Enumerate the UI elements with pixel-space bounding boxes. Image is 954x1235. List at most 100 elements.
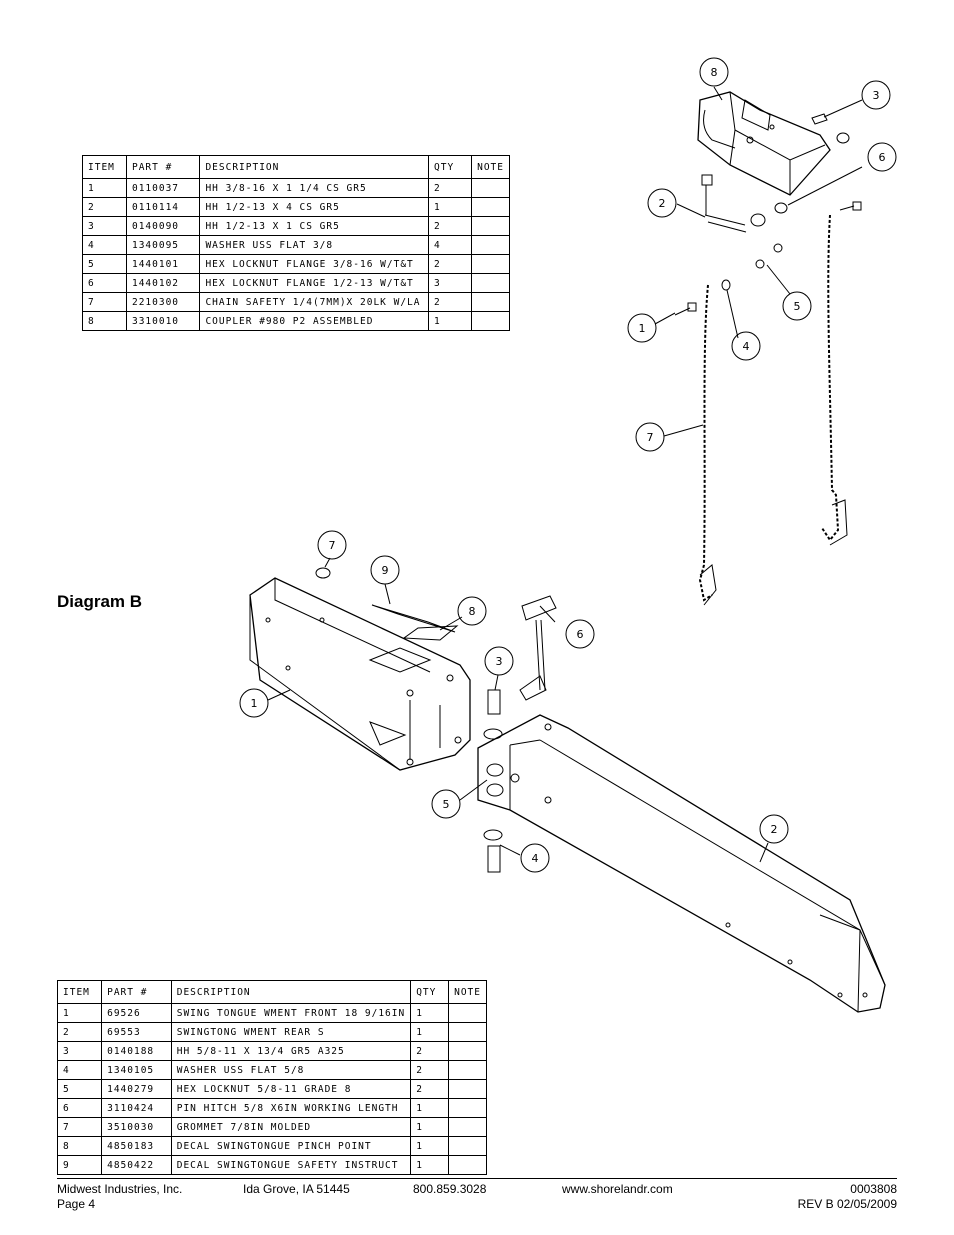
callout-label: 5 xyxy=(443,798,450,811)
table-cell: SWINGTONG WMENT REAR S xyxy=(170,1022,412,1042)
callout-label: 4 xyxy=(532,852,539,865)
table-cell: 8 xyxy=(82,311,127,331)
table-cell xyxy=(448,1136,487,1156)
column-header: NOTE xyxy=(448,980,487,1004)
table-cell: GROMMET 7/8IN MOLDED xyxy=(170,1117,412,1137)
table-cell: 0140188 xyxy=(101,1041,172,1061)
table-cell: 2 xyxy=(428,292,473,312)
column-header: QTY xyxy=(410,980,450,1004)
table-cell: 3110424 xyxy=(101,1098,172,1118)
table-cell: 3 xyxy=(56,1041,103,1061)
table-cell: 4 xyxy=(56,1060,103,1080)
table-cell: 69526 xyxy=(101,1003,172,1023)
footer-page-number: Page 4 xyxy=(57,1197,96,1211)
table-cell: 2 xyxy=(410,1079,450,1099)
table-cell: 6 xyxy=(56,1098,103,1118)
callout-label: 8 xyxy=(711,66,718,79)
callout-label: 7 xyxy=(647,431,654,444)
table-cell: SWING TONGUE WMENT FRONT 18 9/16IN xyxy=(170,1003,412,1023)
table-cell: 3510030 xyxy=(101,1117,172,1137)
column-header: DESCRIPTION xyxy=(170,980,412,1004)
callout-label: 3 xyxy=(496,655,503,668)
table-cell xyxy=(448,1117,487,1137)
table-cell: 4850183 xyxy=(101,1136,172,1156)
table-cell: 2 xyxy=(56,1022,103,1042)
callout-label: 8 xyxy=(469,605,476,618)
callout-label: 4 xyxy=(743,340,750,353)
column-header: NOTE xyxy=(471,155,510,179)
callout-label: 6 xyxy=(577,628,584,641)
table-cell: WASHER USS FLAT 5/8 xyxy=(170,1060,412,1080)
footer-company: Midwest Industries, Inc. xyxy=(57,1182,183,1196)
footer-doc-number: 0003808 xyxy=(850,1182,897,1196)
table-cell xyxy=(448,1003,487,1023)
callout-label: 7 xyxy=(329,539,336,552)
table-header-row: ITEM PART # DESCRIPTION QTY NOTE xyxy=(56,980,487,1004)
table-cell xyxy=(448,1041,487,1061)
column-header: ITEM xyxy=(56,980,103,1004)
table-cell: 1 xyxy=(410,1022,450,1042)
table-cell: 2 xyxy=(410,1060,450,1080)
callout-label: 5 xyxy=(794,300,801,313)
table-cell: 2 xyxy=(410,1041,450,1061)
diagram-title: Diagram B xyxy=(57,592,143,611)
column-header: PART # xyxy=(101,980,172,1004)
table-cell: HH 5/8-11 X 13/4 GR5 A325 xyxy=(170,1041,412,1061)
table-cell: DECAL SWINGTONGUE SAFETY INSTRUCT xyxy=(170,1155,412,1175)
table-cell: 1 xyxy=(410,1098,450,1118)
table-cell: 2 xyxy=(428,178,473,198)
table-cell: 1 xyxy=(410,1003,450,1023)
callout-label: 1 xyxy=(251,697,258,710)
callout-label: 2 xyxy=(771,823,778,836)
footer-revision: REV B 02/05/2009 xyxy=(797,1197,897,1211)
callout-label: 6 xyxy=(879,151,886,164)
table-cell: 7 xyxy=(56,1117,103,1137)
table-cell xyxy=(471,311,510,331)
column-header: ITEM xyxy=(82,155,127,179)
table-cell: 3310010 xyxy=(125,311,201,331)
callout-label: 1 xyxy=(639,322,646,335)
footer-city: Ida Grove, IA 51445 xyxy=(243,1182,350,1196)
callout-label: 2 xyxy=(659,197,666,210)
table-cell: PIN HITCH 5/8 X6IN WORKING LENGTH xyxy=(170,1098,412,1118)
table-cell: 1 xyxy=(410,1155,450,1175)
table-cell: 5 xyxy=(56,1079,103,1099)
table-cell xyxy=(448,1079,487,1099)
table-cell: 1 xyxy=(410,1117,450,1137)
table-cell xyxy=(448,1098,487,1118)
table-cell: DECAL SWINGTONGUE PINCH POINT xyxy=(170,1136,412,1156)
table-cell xyxy=(448,1060,487,1080)
table-cell: 1440279 xyxy=(101,1079,172,1099)
table-cell: 1 xyxy=(428,311,473,331)
table-cell: HEX LOCKNUT 5/8-11 GRADE 8 xyxy=(170,1079,412,1099)
table-cell: 69553 xyxy=(101,1022,172,1042)
callout-label: 3 xyxy=(873,89,880,102)
footer-phone: 800.859.3028 xyxy=(413,1182,487,1196)
table-cell xyxy=(448,1022,487,1042)
callout-label: 9 xyxy=(382,564,389,577)
table-cell: 1 xyxy=(56,1003,103,1023)
footer-website: www.shorelandr.com xyxy=(562,1182,673,1196)
table-cell: 1 xyxy=(410,1136,450,1156)
table-cell: 9 xyxy=(56,1155,103,1175)
footer-divider xyxy=(57,1178,897,1179)
table-cell: 4850422 xyxy=(101,1155,172,1175)
table-cell xyxy=(448,1155,487,1175)
